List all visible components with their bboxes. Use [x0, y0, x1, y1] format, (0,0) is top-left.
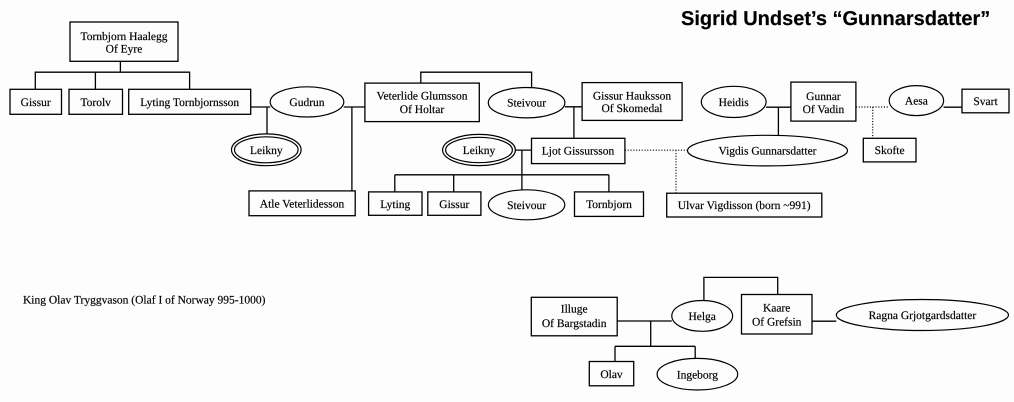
svg-text:Steivour: Steivour	[507, 98, 546, 110]
svg-text:Steivour: Steivour	[507, 200, 546, 212]
svg-text:Of Skomedal: Of Skomedal	[601, 103, 662, 115]
svg-text:Gissur Hauksson: Gissur Hauksson	[593, 90, 672, 102]
svg-text:Of Grefsin: Of Grefsin	[752, 317, 802, 329]
svg-text:Helga: Helga	[688, 311, 715, 323]
svg-text:Of Bargstadin: Of Bargstadin	[542, 318, 607, 330]
svg-text:Ragna Grjotgardsdatter: Ragna Grjotgardsdatter	[869, 310, 977, 322]
svg-text:Sigrid Undset’s “Gunnarsdatter: Sigrid Undset’s “Gunnarsdatter”	[681, 8, 990, 30]
svg-text:Lyting Tornbjornsson: Lyting Tornbjornsson	[140, 97, 239, 109]
svg-text:Ingeborg: Ingeborg	[677, 369, 719, 381]
svg-text:Illuge: Illuge	[561, 304, 588, 316]
svg-text:Svart: Svart	[973, 96, 998, 108]
svg-text:Gunnar: Gunnar	[806, 91, 841, 103]
svg-text:King Olav Tryggvason (Olaf I o: King Olav Tryggvason (Olaf I of Norway 9…	[23, 295, 266, 307]
svg-text:Tornbjorn Haalegg: Tornbjorn Haalegg	[80, 31, 167, 43]
svg-text:Veterlide Glumsson: Veterlide Glumsson	[376, 90, 467, 102]
svg-text:Ulvar Vigdisson (born ~991): Ulvar Vigdisson (born ~991)	[678, 200, 811, 212]
svg-text:Tornbjorn: Tornbjorn	[586, 199, 632, 211]
svg-text:Of Eyre: Of Eyre	[106, 44, 143, 56]
svg-text:Of Vadin: Of Vadin	[803, 104, 845, 116]
svg-text:Leikny: Leikny	[250, 145, 283, 157]
svg-text:Skofte: Skofte	[875, 145, 905, 157]
svg-text:Of Holtar: Of Holtar	[400, 104, 445, 116]
svg-text:Gissur: Gissur	[439, 199, 469, 211]
svg-text:Atle Veterlidesson: Atle Veterlidesson	[260, 199, 345, 211]
svg-text:Aesa: Aesa	[905, 96, 928, 108]
svg-text:Vigdis Gunnarsdatter: Vigdis Gunnarsdatter	[719, 146, 817, 158]
svg-text:Gudrun: Gudrun	[289, 97, 324, 109]
svg-text:Lyting: Lyting	[380, 199, 410, 211]
svg-text:Kaare: Kaare	[763, 302, 790, 314]
svg-text:Gissur: Gissur	[21, 97, 51, 109]
svg-text:Heidis: Heidis	[719, 97, 750, 109]
svg-text:Torolv: Torolv	[80, 97, 111, 109]
svg-text:Ljot Gissursson: Ljot Gissursson	[542, 146, 615, 158]
svg-text:Olav: Olav	[600, 369, 623, 381]
svg-text:Leikny: Leikny	[463, 145, 496, 157]
